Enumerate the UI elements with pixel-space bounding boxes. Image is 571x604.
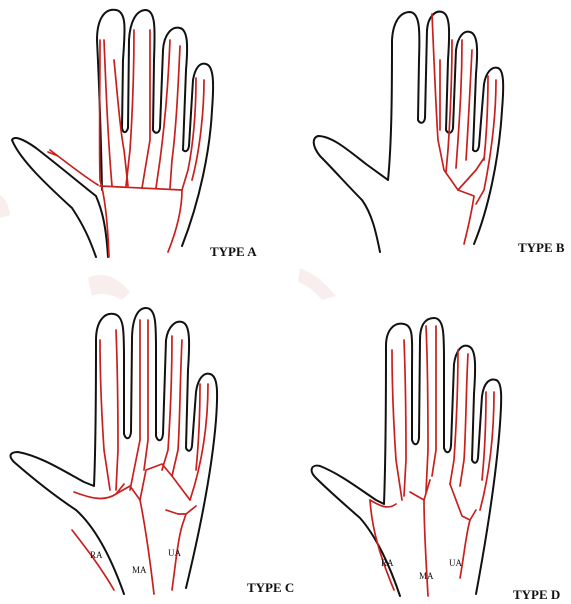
vessel: [170, 46, 180, 188]
vessel: [456, 40, 462, 168]
median-artery: [116, 486, 154, 594]
vessel: [450, 484, 470, 520]
hand-outline: [11, 308, 218, 594]
ra-label: RA: [381, 558, 394, 568]
ua-label: UA: [168, 548, 181, 558]
vessel: [144, 320, 148, 470]
ra-label: RA: [90, 550, 103, 560]
panel-label: TYPE B: [518, 240, 565, 255]
panel-label: TYPE A: [210, 244, 257, 259]
vessel: [482, 392, 486, 480]
vessel: [104, 40, 112, 186]
vessel: [460, 354, 468, 486]
vessel: [432, 326, 436, 476]
vessel: [458, 158, 484, 190]
radial-artery: [72, 530, 114, 590]
vessel: [466, 50, 472, 160]
background-smudge: [0, 195, 10, 218]
vessel: [116, 330, 118, 490]
panel-type-b: TYPE B: [314, 12, 565, 255]
vessel: [142, 30, 150, 188]
panel-type-a: TYPE A: [12, 10, 257, 259]
vessel: [410, 492, 424, 500]
vessel: [458, 190, 474, 244]
radial-artery: [370, 500, 394, 590]
vessel: [166, 506, 196, 514]
background-smudge: [88, 275, 130, 300]
vessel: [392, 350, 402, 500]
ma-label: MA: [132, 565, 147, 575]
background-smudge: [298, 268, 336, 300]
ma-label: MA: [419, 571, 434, 581]
ulnar-artery: [460, 510, 476, 578]
vessel: [172, 340, 182, 476]
vessel: [100, 340, 110, 490]
ua-label: UA: [449, 558, 462, 568]
vessel: [404, 340, 406, 496]
hand-outline: [12, 10, 213, 257]
vessel: [426, 326, 428, 492]
panel-label: TYPE C: [247, 580, 294, 595]
vessel: [114, 60, 128, 186]
vessel: [140, 464, 190, 500]
vessel: [126, 30, 134, 186]
hand-outline: [314, 12, 503, 252]
panel-label: TYPE D: [513, 587, 560, 602]
vessel: [100, 186, 182, 252]
panel-type-c: RA MA UA TYPE C: [11, 308, 295, 595]
panel-type-d: RA MA UA TYPE D: [312, 318, 561, 602]
